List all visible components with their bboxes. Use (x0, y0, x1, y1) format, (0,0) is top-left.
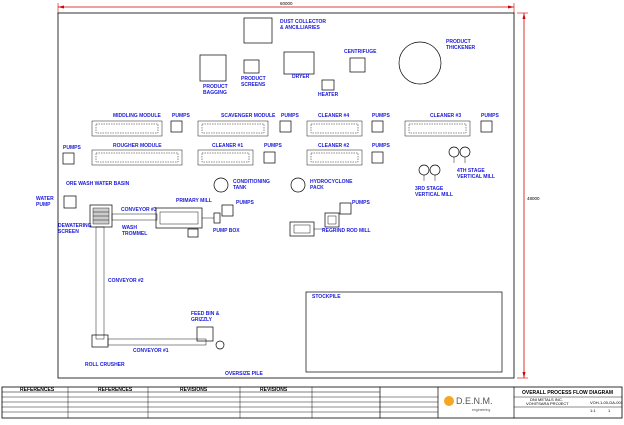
cleaner-3: CLEANER #3 PUMPS (404, 113, 499, 137)
cleaner-4-label: CLEANER #4 (318, 113, 349, 119)
centrifuge-label: CENTRIFUGE (344, 49, 377, 55)
cleaner-2-label: CLEANER #2 (318, 143, 349, 149)
scavenger-module: SCAVENGER MODULE PUMPS (197, 113, 299, 137)
dryer-label: DRYER (292, 74, 310, 80)
feed-bin-label: FEED BIN &GRIZZLY (191, 311, 220, 323)
site-boundary (57, 12, 515, 379)
conveyor-1 (107, 338, 207, 346)
title-block: REFERENCES REFERENCES REVISIONS REVISION… (1, 386, 624, 419)
dryer (283, 51, 315, 75)
width-dimension: 60000 (57, 1, 515, 14)
denm-logo-sub: engineering (472, 408, 490, 412)
project-name: VOHITSARA PROJECT (526, 401, 569, 406)
svg-text:PUMPS: PUMPS (264, 143, 282, 149)
roll-crusher-label: ROLL CRUSHER (85, 362, 125, 368)
conditioning-tank (213, 177, 229, 193)
hydrocyclone-pack (290, 177, 306, 193)
heater-label: HEATER (318, 92, 339, 98)
svg-text:PUMPS: PUMPS (372, 113, 390, 119)
primary-mill-label: PRIMARY MILL (176, 198, 212, 204)
rougher-module-label: ROUGHER MODULE (113, 143, 162, 149)
primary-mill: PRIMARY MILL PUMPS (155, 198, 254, 229)
conveyor-3-label: CONVEYOR #3 (121, 207, 157, 213)
svg-text:PUMPS: PUMPS (236, 200, 254, 206)
cleaner-2: CLEANER #2 PUMPS (306, 143, 390, 166)
svg-text:PUMPS: PUMPS (63, 145, 81, 151)
pump-box-label: PUMP BOX (213, 228, 240, 234)
scavenger-module-label: SCAVENGER MODULE (221, 113, 276, 119)
width-dimension-label: 60000 (280, 1, 293, 6)
drawing-title: OVERALL PROCESS FLOW DIAGRAM (522, 390, 613, 396)
dewatering-screen (89, 204, 113, 228)
middling-module-label: MIDDLING MODULE (113, 113, 161, 119)
denm-logo: D.E.N.M. (456, 396, 493, 406)
svg-text:PUMPS: PUMPS (481, 113, 499, 119)
drawing-number: VOH-1-00-DA-001 (590, 400, 624, 405)
product-thickener (398, 41, 442, 85)
conveyor-3 (111, 213, 158, 221)
ore-wash-basin-label: ORE WASH WATER BASIN (66, 181, 130, 187)
roll-crusher (91, 334, 109, 348)
height-dimension: 48000 (517, 12, 540, 379)
client-name: DNI METALS INC. (530, 397, 563, 402)
regrind-rod-mill: PUMPS REGRIND ROD MILL (289, 200, 371, 237)
denm-logo-icon (444, 396, 454, 406)
svg-text:PUMPS: PUMPS (352, 200, 370, 206)
references-header: REFERENCES (20, 387, 55, 393)
sheet: 1 (608, 408, 611, 413)
svg-text:PUMPS: PUMPS (372, 143, 390, 149)
product-bagging (199, 54, 227, 82)
conveyor-2-label: CONVEYOR #2 (108, 278, 144, 284)
dust-collector (243, 17, 273, 44)
stockpile (305, 291, 503, 373)
references-header-2: REFERENCES (98, 387, 133, 393)
conveyor-1-label: CONVEYOR #1 (133, 348, 169, 354)
scale: 1:1 (590, 408, 596, 413)
revisions-header-2: REVISIONS (260, 387, 288, 393)
rougher-module: PUMPS ROUGHER MODULE (62, 143, 183, 166)
revisions-header: REVISIONS (180, 387, 208, 393)
centrifuge (349, 57, 366, 73)
dust-collector-label: DUST COLLECTOR& ANCILLIARIES (280, 19, 326, 31)
conveyor-2 (95, 226, 105, 340)
product-screens (243, 59, 260, 74)
regrind-rod-mill-label: REGRIND ROD MILL (322, 228, 371, 234)
water-pump (63, 195, 77, 209)
pump-box (187, 228, 199, 238)
cleaner-4: CLEANER #4 PUMPS (306, 113, 390, 137)
svg-text:PUMPS: PUMPS (172, 113, 190, 119)
cleaner-1-label: CLEANER #1 (212, 143, 243, 149)
oversize-pile-label: OVERSIZE PILE (225, 371, 263, 377)
cleaner-3-label: CLEANER #3 (430, 113, 461, 119)
middling-module: MIDDLING MODULE PUMPS (91, 113, 190, 137)
svg-text:PUMPS: PUMPS (281, 113, 299, 119)
heater (321, 79, 335, 91)
feed-bin-grizzly (196, 326, 214, 342)
oversize-pile (215, 340, 225, 350)
cleaner-1: CLEANER #1 PUMPS (197, 143, 282, 166)
stockpile-label: STOCKPILE (312, 294, 341, 300)
height-dimension-label: 48000 (527, 196, 540, 201)
